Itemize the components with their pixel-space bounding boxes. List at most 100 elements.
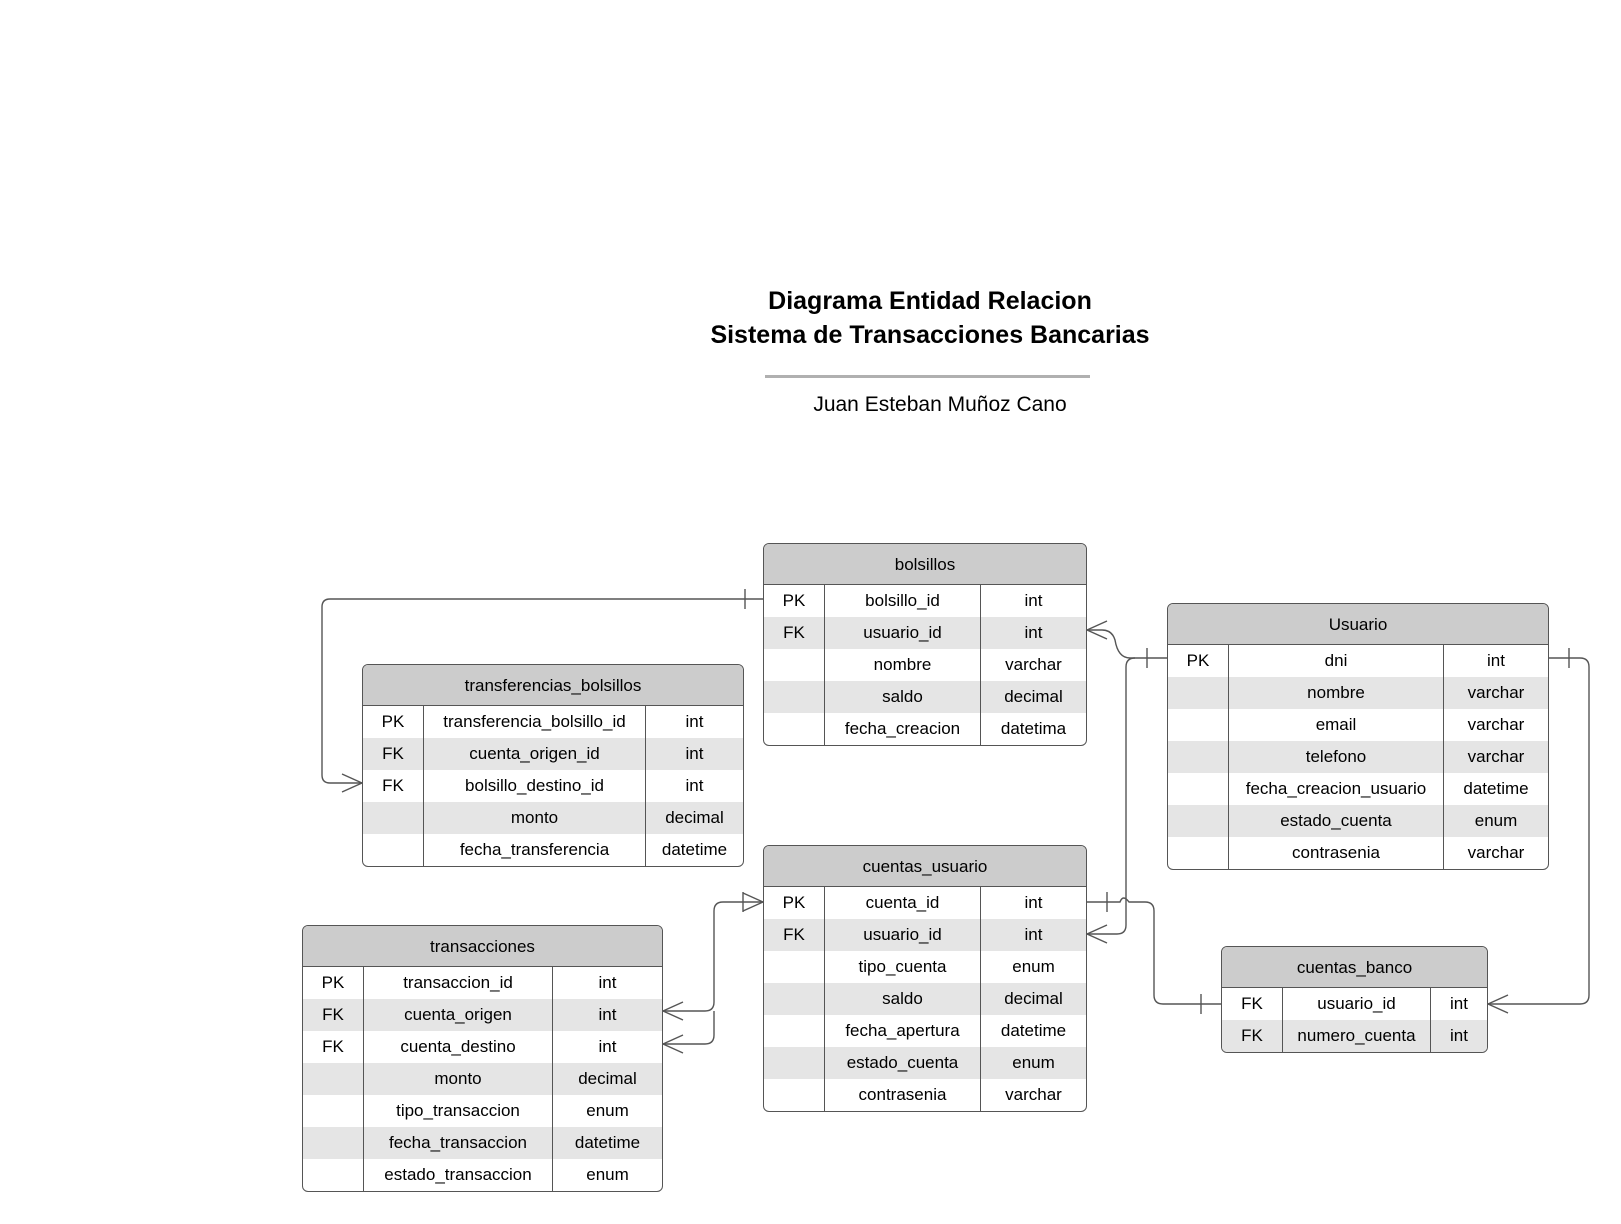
field-cell: estado_cuenta (1229, 805, 1444, 837)
table-row: estado_cuenta enum (1168, 805, 1548, 837)
rel-transacciones-destino (663, 1011, 715, 1045)
type-cell: int (1024, 623, 1043, 642)
entity-header: transacciones (303, 926, 662, 967)
type-cell: decimal (1004, 687, 1063, 706)
table-row: telefono varchar (1168, 741, 1548, 773)
table-row: nombre varchar (1168, 677, 1548, 709)
table-row: nombre varchar (764, 649, 1086, 681)
entity-header: cuentas_banco (1222, 947, 1487, 988)
type-cell: int (1450, 1026, 1468, 1045)
field-cell: numero_cuenta (1283, 1020, 1431, 1052)
field-cell: saldo (825, 983, 981, 1015)
field-cell: bolsillo_destino_id (424, 770, 646, 802)
entity-transacciones: transacciones PK transaccion_id int FK c… (302, 925, 663, 1192)
table-row: fecha_transaccion datetime (303, 1127, 662, 1159)
type-cell: datetime (661, 840, 728, 859)
field-cell: nombre (1229, 677, 1444, 709)
table-row: PK cuenta_id int (764, 887, 1086, 919)
table-row: tipo_cuenta enum (764, 951, 1086, 983)
key-cell (1168, 805, 1229, 837)
entity-header: bolsillos (764, 544, 1086, 585)
key-cell (363, 834, 424, 866)
field-cell: estado_cuenta (825, 1047, 981, 1079)
type-cell: int (1487, 651, 1505, 670)
type-cell: enum (1012, 1053, 1055, 1072)
table-row: FK cuenta_destino int (303, 1031, 662, 1063)
field-cell: tipo_transaccion (364, 1095, 553, 1127)
field-cell: usuario_id (1283, 988, 1431, 1020)
table-row: FK cuenta_origen int (303, 999, 662, 1031)
table-row: PK transferencia_bolsillo_id int (363, 706, 743, 738)
field-cell: bolsillo_id (825, 585, 981, 617)
table-row: fecha_creacion_usuario datetime (1168, 773, 1548, 805)
field-cell: monto (364, 1063, 553, 1095)
key-cell: PK (363, 706, 424, 738)
field-cell: tipo_cuenta (825, 951, 981, 983)
type-cell: int (1024, 893, 1043, 912)
key-cell (1168, 837, 1229, 869)
field-cell: transferencia_bolsillo_id (424, 706, 646, 738)
rel-bolsillos-usuario (1087, 629, 1167, 659)
table-row: PK transaccion_id int (303, 967, 662, 999)
table-row: saldo decimal (764, 983, 1086, 1015)
field-cell: fecha_transferencia (424, 834, 646, 866)
type-cell: int (1024, 925, 1043, 944)
title-line-1: Diagrama Entidad Relacion (768, 287, 1092, 315)
entity-header: Usuario (1168, 604, 1548, 645)
field-cell: estado_transaccion (364, 1159, 553, 1191)
key-cell (764, 681, 825, 713)
key-cell: PK (764, 887, 825, 919)
field-cell: transaccion_id (364, 967, 553, 999)
field-cell: telefono (1229, 741, 1444, 773)
type-cell: varchar (1467, 683, 1525, 702)
type-cell: varchar (1467, 747, 1525, 766)
type-cell: int (685, 776, 704, 795)
field-cell: email (1229, 709, 1444, 741)
key-cell (764, 1015, 825, 1047)
field-cell: fecha_creacion (825, 713, 981, 745)
title-divider (765, 375, 1090, 378)
table-row: FK usuario_id int (764, 617, 1086, 649)
table-row: estado_cuenta enum (764, 1047, 1086, 1079)
key-cell (764, 713, 825, 745)
table-row: contrasenia varchar (1168, 837, 1548, 869)
type-cell: enum (586, 1165, 629, 1184)
type-cell: enum (1012, 957, 1055, 976)
key-cell (764, 951, 825, 983)
diagram-title: Diagrama Entidad Relacion Sistema de Tra… (630, 284, 1230, 352)
type-cell: int (598, 973, 617, 992)
table-row: monto decimal (363, 802, 743, 834)
type-cell: decimal (578, 1069, 637, 1088)
table-row: email varchar (1168, 709, 1548, 741)
field-cell: cuenta_destino (364, 1031, 553, 1063)
type-cell: varchar (1005, 1085, 1062, 1104)
rel-transacciones-origen (663, 901, 763, 1012)
field-cell: contrasenia (825, 1079, 981, 1111)
key-cell: FK (363, 738, 424, 770)
table-row: saldo decimal (764, 681, 1086, 713)
field-cell: nombre (825, 649, 981, 681)
key-cell: PK (764, 585, 825, 617)
key-cell (764, 1079, 825, 1111)
type-cell: int (685, 744, 704, 763)
field-cell: dni (1229, 645, 1444, 677)
table-row: PK bolsillo_id int (764, 585, 1086, 617)
field-cell: cuenta_id (825, 887, 981, 919)
field-cell: usuario_id (825, 919, 981, 951)
entity-header: cuentas_usuario (764, 846, 1086, 887)
key-cell: FK (303, 1031, 364, 1063)
key-cell (363, 802, 424, 834)
key-cell (764, 649, 825, 681)
entity-transferencias-bolsillos: transferencias_bolsillos PK transferenci… (362, 664, 744, 867)
type-cell: int (1450, 994, 1468, 1013)
entity-bolsillos: bolsillos PK bolsillo_id int FK usuario_… (763, 543, 1087, 746)
table-row: fecha_creacion datetima (764, 713, 1086, 745)
field-cell: contrasenia (1229, 837, 1444, 869)
key-cell: FK (363, 770, 424, 802)
table-row: FK usuario_id int (764, 919, 1086, 951)
table-row: FK bolsillo_destino_id int (363, 770, 743, 802)
key-cell (303, 1095, 364, 1127)
type-cell: int (598, 1005, 617, 1024)
title-line-2: Sistema de Transacciones Bancarias (710, 321, 1150, 349)
key-cell (1168, 677, 1229, 709)
